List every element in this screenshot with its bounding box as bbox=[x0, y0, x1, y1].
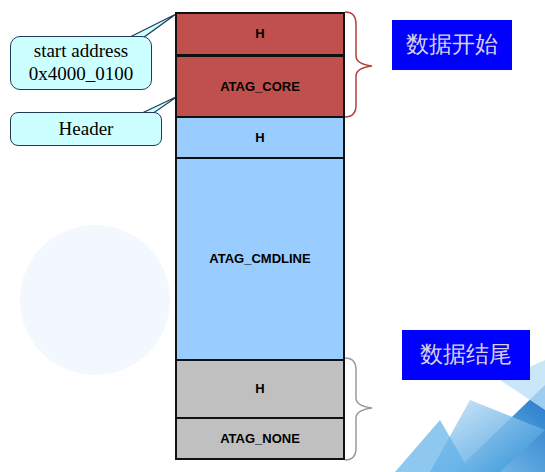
callout-box: Header bbox=[10, 112, 162, 146]
block-label: ATAG_CORE bbox=[220, 79, 300, 95]
block-label: H bbox=[255, 26, 264, 42]
header-block: H bbox=[175, 116, 345, 159]
block-label: H bbox=[255, 130, 264, 146]
callout-box: start address 0x4000_0100 bbox=[10, 36, 152, 90]
tag-block: ATAG_NONE bbox=[175, 417, 345, 460]
section-label: 数据结尾 bbox=[402, 330, 530, 380]
block-label: start address 0x4000_0100 bbox=[15, 40, 147, 86]
block-label: Header bbox=[59, 118, 114, 141]
block-label: ATAG_NONE bbox=[220, 431, 300, 447]
block-label: H bbox=[255, 381, 264, 397]
section-label: 数据开始 bbox=[392, 20, 512, 70]
tag-block: ATAG_CMDLINE bbox=[175, 157, 345, 361]
block-label: 数据开始 bbox=[406, 32, 498, 57]
watermark-circle bbox=[20, 225, 170, 375]
block-label: ATAG_CMDLINE bbox=[209, 251, 310, 267]
block-label: 数据结尾 bbox=[420, 342, 512, 367]
tag-block: ATAG_CORE bbox=[175, 55, 345, 118]
brace bbox=[345, 12, 372, 117]
header-block: H bbox=[175, 359, 345, 419]
brace bbox=[345, 358, 372, 460]
deco-triangle bbox=[395, 420, 470, 472]
header-block: H bbox=[175, 12, 345, 56]
